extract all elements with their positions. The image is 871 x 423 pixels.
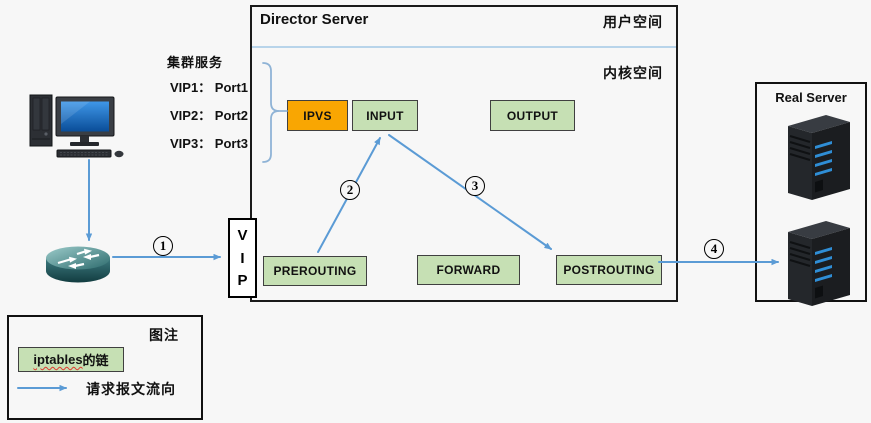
legend-chain-suffix: 的链 [82, 353, 109, 368]
legend-flow-direction-label: 请求报文流向 [86, 381, 176, 397]
cluster-service-vip1: VIP1： Port1 [170, 80, 249, 95]
legend-title: 图注 [149, 327, 179, 343]
real-server-title: Real Server [775, 90, 847, 105]
cluster-services-title: 集群服务 [167, 55, 224, 70]
vip-box: V I P [228, 218, 257, 298]
kernel-space-label: 内核空间 [603, 65, 663, 81]
output-chain-box: OUTPUT [490, 100, 575, 131]
prerouting-chain-box: PREROUTING [263, 256, 367, 286]
step-3-badge: 3 [465, 176, 485, 196]
director-server-box: Director Server 用户空间 内核空间 [250, 5, 678, 302]
vip-letter: V [237, 226, 248, 244]
ipvs-box: IPVS [287, 100, 348, 131]
legend-iptables-text: iptables [33, 352, 83, 367]
user-space-label: 用户空间 [603, 14, 663, 30]
director-server-title: Director Server [260, 11, 369, 28]
real-server-2-icon [787, 220, 851, 307]
input-chain-box: INPUT [352, 100, 418, 131]
step-4-badge: 4 [704, 239, 724, 259]
forward-chain-box: FORWARD [417, 255, 520, 285]
user-kernel-space-divider [252, 46, 676, 48]
cluster-service-vip2: VIP2： Port2 [170, 108, 249, 123]
postrouting-chain-box: POSTROUTING [556, 255, 662, 285]
vip-letter: I [240, 249, 245, 267]
step-2-badge: 2 [340, 180, 360, 200]
vip-letter: P [237, 272, 248, 290]
client-computer-icon [29, 94, 124, 158]
real-server-1-icon [787, 114, 851, 201]
router-icon [46, 246, 110, 283]
cluster-service-vip3: VIP3： Port3 [170, 136, 249, 151]
step-1-badge: 1 [153, 236, 173, 256]
